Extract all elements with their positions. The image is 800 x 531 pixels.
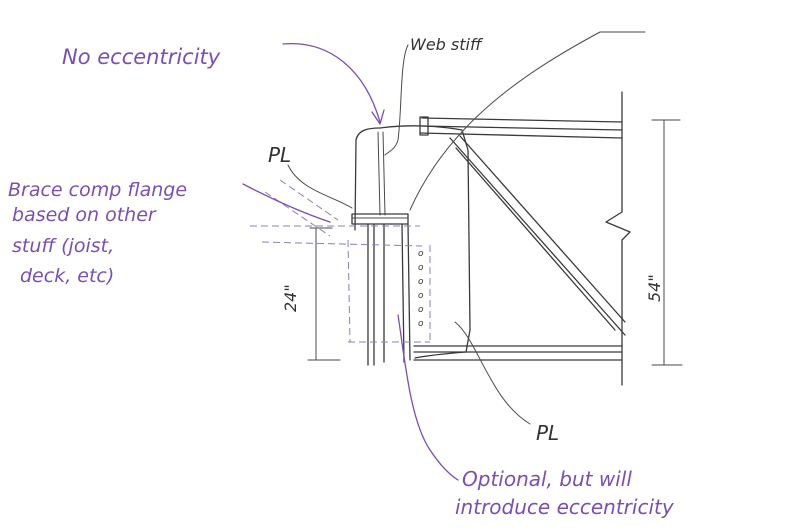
- truss-members: [413, 91, 631, 386]
- svg-text:o: o: [418, 305, 424, 315]
- optional-note-line1: Optional, but will: [462, 467, 632, 491]
- dimension-54: [651, 119, 683, 366]
- brace-note-line2: based on other: [12, 204, 157, 226]
- girder-section: [354, 125, 471, 359]
- pl-bottom-label: PL: [536, 421, 559, 445]
- web-stiff-label: Web stiff: [410, 35, 484, 54]
- dimension-24: [307, 227, 341, 361]
- pl-top-label: PL: [268, 143, 291, 167]
- brace-note-line1: Brace comp flange: [8, 179, 187, 201]
- dim-54-label: 54": [645, 274, 664, 302]
- bearing-column: o o o o o o: [351, 213, 424, 366]
- svg-text:o: o: [418, 277, 424, 287]
- brace-note-line4: deck, etc): [20, 265, 114, 287]
- optional-note-line2: introduce eccentricity: [455, 495, 675, 519]
- dark-leaders: [287, 31, 646, 425]
- svg-text:o: o: [418, 291, 424, 301]
- dim-24-label: 24": [281, 284, 300, 312]
- no-eccentricity-label: No eccentricity: [62, 45, 221, 69]
- svg-text:o: o: [418, 249, 424, 259]
- svg-text:o: o: [418, 263, 424, 273]
- brace-note-line3: stuff (joist,: [12, 235, 114, 257]
- hidden-dashed-lines: [250, 179, 431, 343]
- svg-text:o: o: [418, 319, 424, 329]
- purple-leaders: [242, 43, 459, 481]
